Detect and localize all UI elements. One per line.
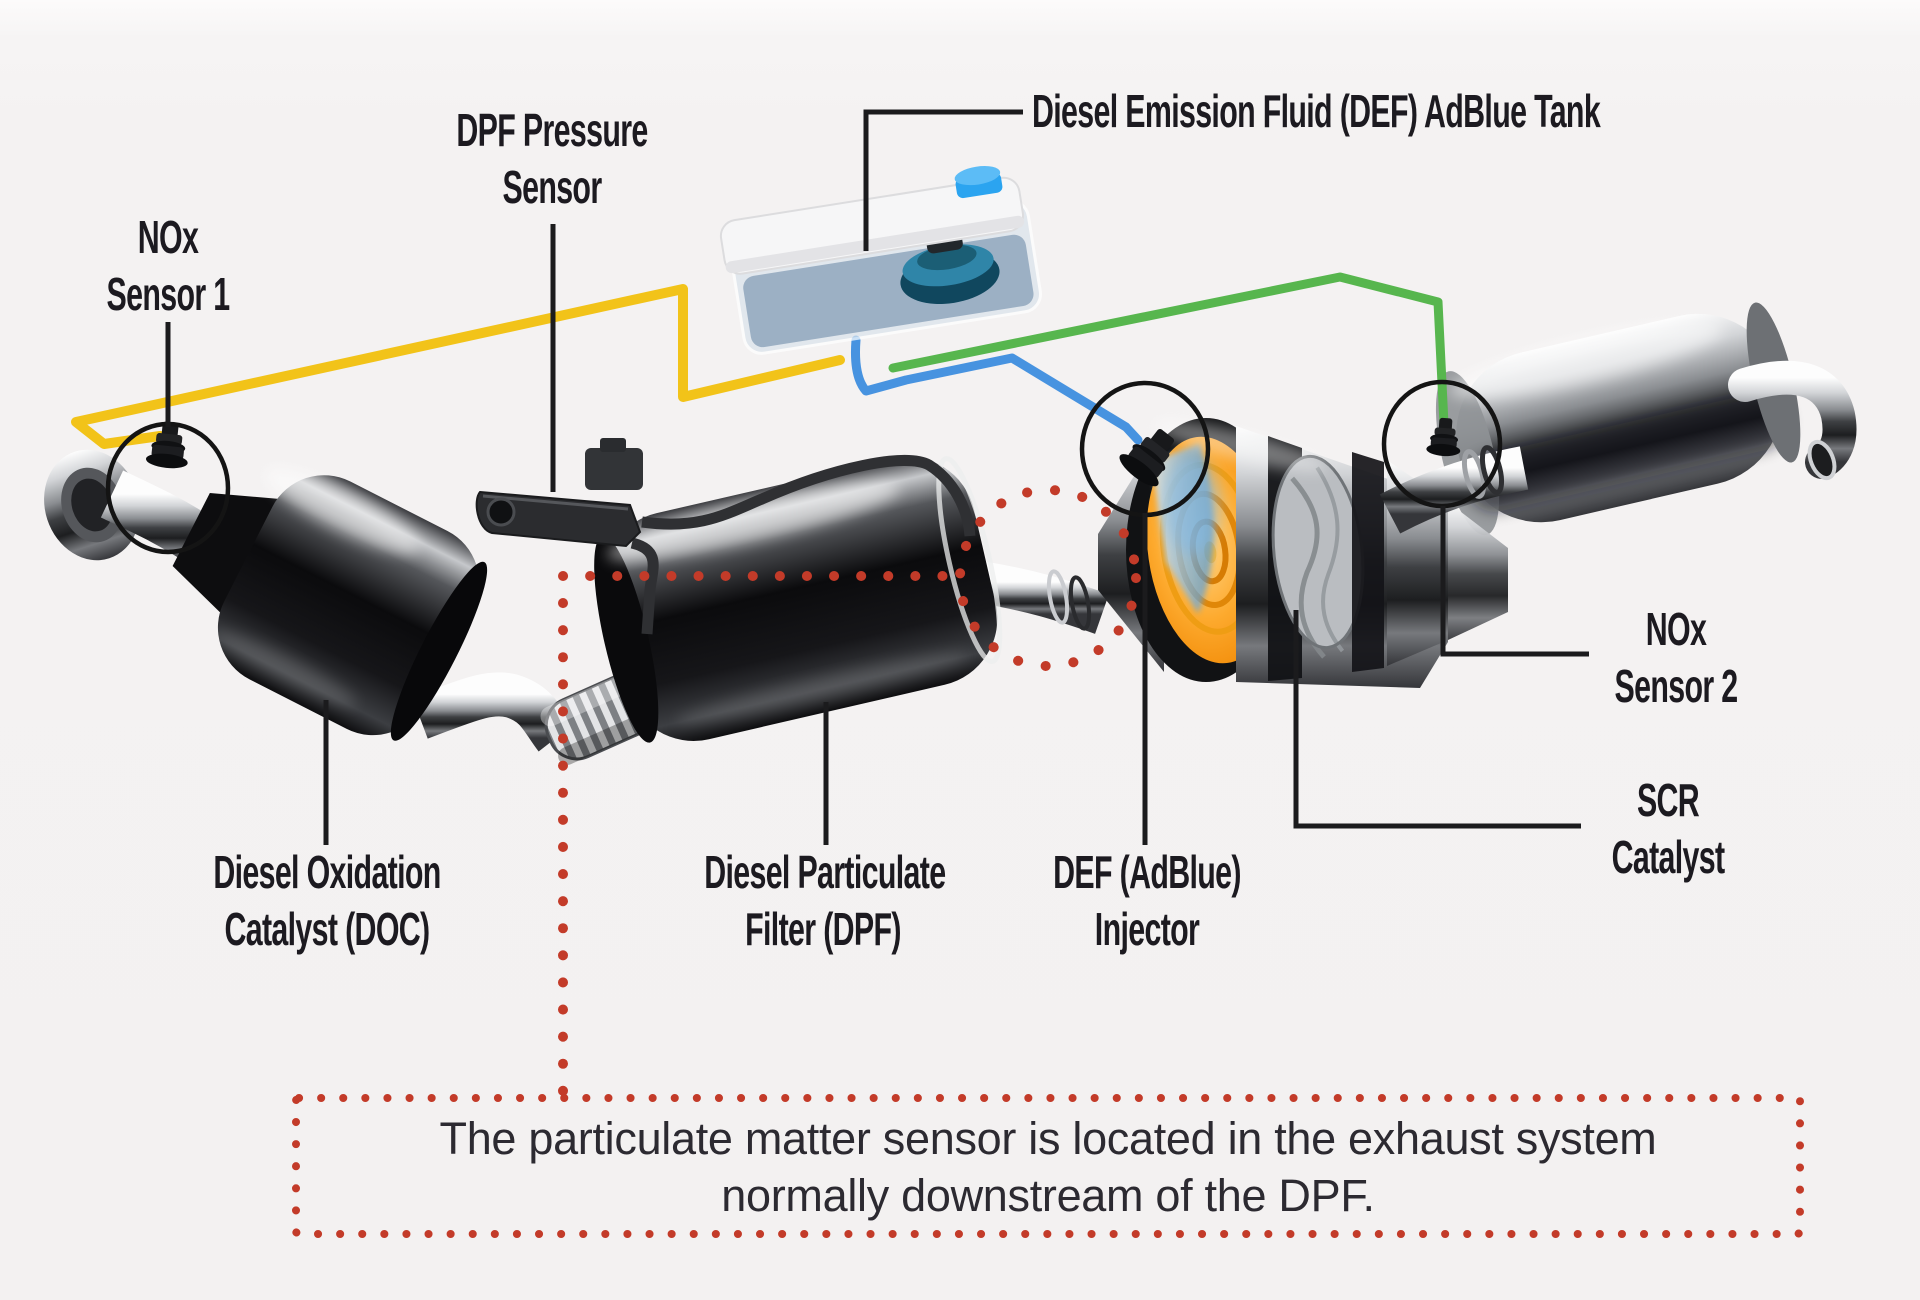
- label-line: Catalyst: [1611, 831, 1725, 883]
- dpf-canister: [594, 456, 1003, 743]
- def-filler-cap: [954, 166, 1003, 199]
- pm-sensor-note: The particulate matter sensor is located…: [296, 1110, 1800, 1224]
- pressure-tap-hose-short: [630, 537, 659, 635]
- dpf-pressure-sensor: [475, 438, 976, 635]
- muffler-inlet-pipe: [1379, 446, 1529, 534]
- label-line: DEF (AdBlue): [1053, 846, 1241, 898]
- doc-outlet-pipe: [412, 672, 574, 752]
- leader-nox2: [1440, 506, 1589, 657]
- label-line: Sensor: [502, 161, 603, 213]
- pressure-tap-hose-long: [641, 455, 976, 537]
- label-nox-sensor-1: NOx Sensor 1: [0, 209, 348, 323]
- label-line: DPF Pressure: [456, 104, 648, 156]
- label-def-tank: Diesel Emission Fluid (DEF) AdBlue Tank: [1032, 83, 1792, 140]
- label-dpf-pressure-sensor: DPF Pressure Sensor: [372, 102, 732, 216]
- tailpipe: [1728, 360, 1857, 481]
- label-line: Injector: [1094, 903, 1200, 955]
- def-spray-mist: [1164, 455, 1220, 555]
- note-line-2: normally downstream of the DPF.: [721, 1170, 1375, 1221]
- muffler: [1435, 302, 1801, 536]
- label-line: Sensor 1: [106, 268, 231, 320]
- nox-sensor-2-part: [1426, 417, 1461, 457]
- label-dpf: Diesel Particulate Filter (DPF): [643, 844, 1003, 958]
- label-line: Catalyst (DOC): [224, 903, 430, 955]
- leader-def-tank: [863, 109, 1023, 251]
- scr-catalyst-assembly: [1098, 418, 1508, 688]
- junction-rib: [1068, 575, 1092, 631]
- label-line: Diesel Emission Fluid (DEF) AdBlue Tank: [1032, 85, 1601, 137]
- nox2-signal-wire: [888, 272, 1449, 429]
- label-line: SCR: [1636, 774, 1700, 826]
- note-box-dotted-border: [292, 1094, 1804, 1238]
- leader-scr: [1293, 610, 1581, 829]
- label-line: Sensor 2: [1614, 660, 1739, 712]
- junction-rib: [1046, 569, 1070, 625]
- label-line: NOx: [1645, 603, 1707, 655]
- label-line: NOx: [137, 211, 199, 263]
- label-line: Filter (DPF): [745, 903, 901, 955]
- label-doc: Diesel Oxidation Catalyst (DOC): [147, 844, 507, 958]
- doc-canister: [172, 468, 488, 741]
- label-nox-sensor-2: NOx Sensor 2: [1496, 601, 1856, 715]
- def-injector-part: [1119, 429, 1175, 487]
- inlet-pipe-rib: [1479, 445, 1505, 495]
- label-line: Diesel Particulate: [704, 846, 946, 898]
- label-scr-catalyst: SCR Catalyst: [1488, 772, 1848, 886]
- scr-substrate-silver: [1271, 454, 1365, 659]
- def-injector-supply-wire: [851, 335, 1143, 445]
- label-line: Diesel Oxidation: [213, 846, 441, 898]
- def-adblue-tank: [719, 166, 1043, 355]
- nox-sensor-1-part: [145, 421, 188, 469]
- label-def-injector: DEF (AdBlue) Injector: [967, 844, 1327, 958]
- pm-sensor-location-dotted-circle: [955, 485, 1141, 671]
- note-line-1: The particulate matter sensor is located…: [439, 1113, 1657, 1164]
